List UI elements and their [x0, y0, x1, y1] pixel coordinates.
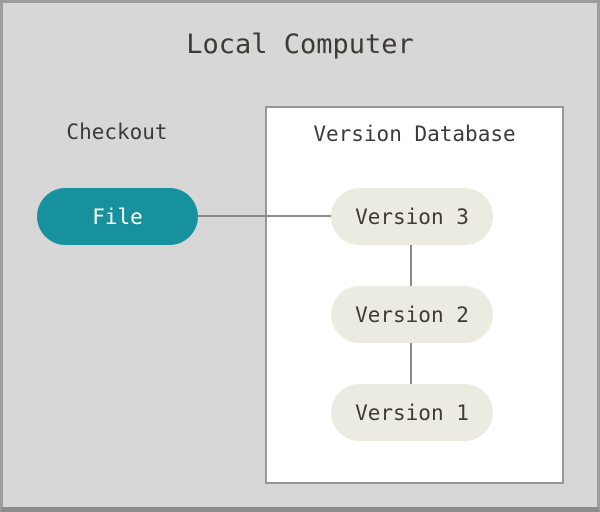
version-node-2: Version 2: [331, 286, 493, 343]
connector-file-to-version3: [198, 215, 332, 217]
connector-version2-to-version1: [410, 342, 412, 385]
diagram-title: Local Computer: [186, 29, 414, 60]
version-database-title: Version Database: [313, 122, 516, 146]
version-node-3: Version 3: [331, 188, 493, 245]
file-node: File: [37, 188, 198, 245]
connector-version3-to-version2: [410, 244, 412, 287]
version-node-1: Version 1: [331, 384, 493, 441]
checkout-label: Checkout: [66, 120, 168, 144]
